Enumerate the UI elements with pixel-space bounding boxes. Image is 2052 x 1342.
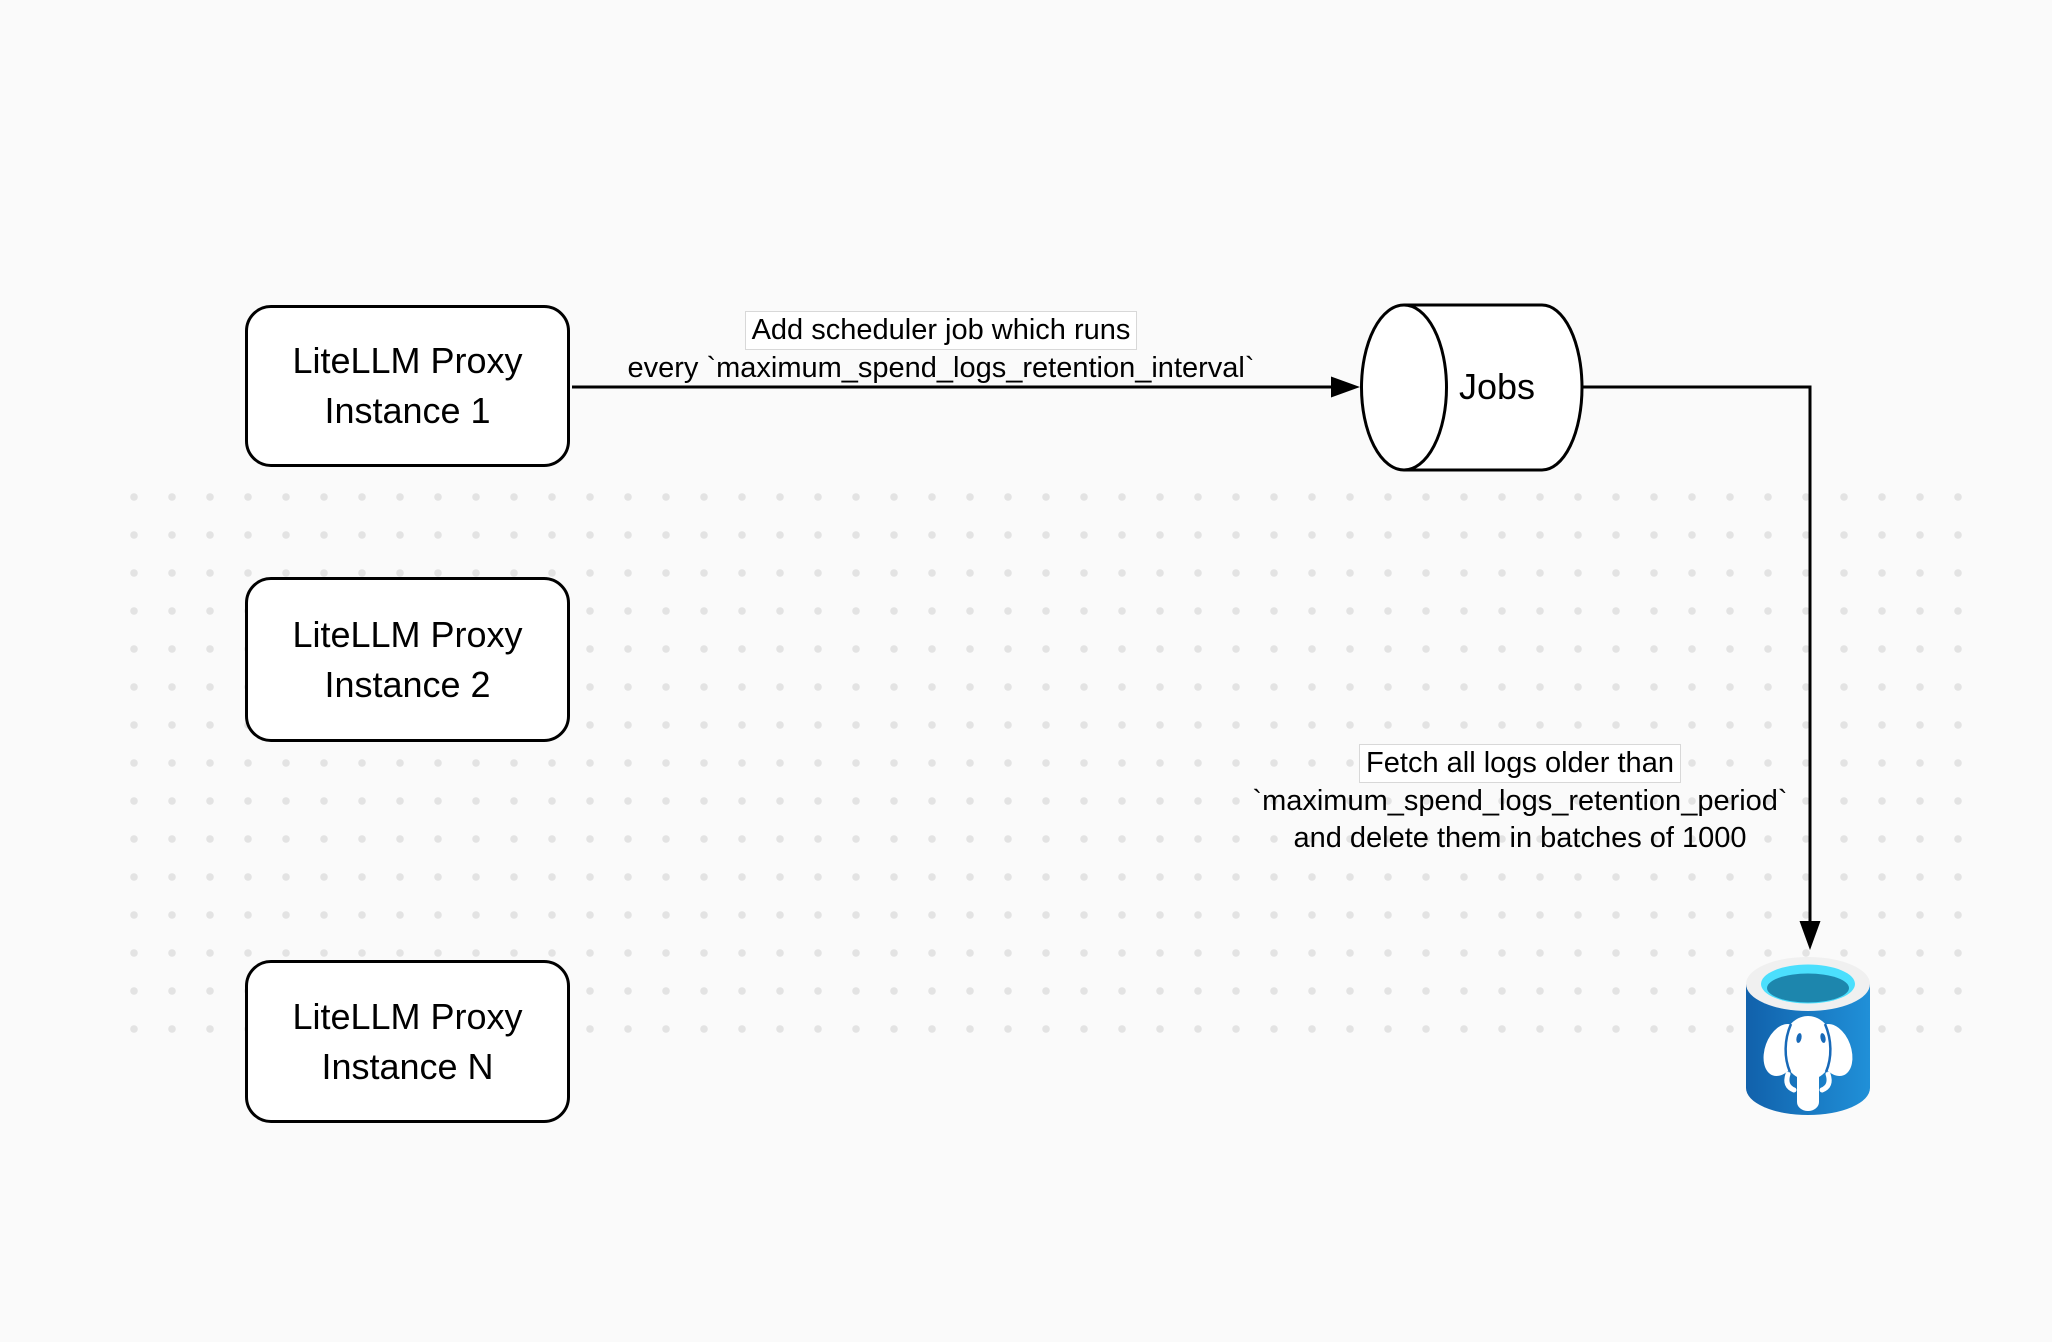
edge-label-line: every `maximum_spend_logs_retention_inte… bbox=[627, 352, 1255, 384]
node-litellm-proxy-instance-1: LiteLLM Proxy Instance 1 bbox=[245, 305, 570, 467]
node-label-line: Instance 1 bbox=[324, 390, 491, 431]
edge-label-line: Fetch all logs older than bbox=[1359, 744, 1681, 783]
node-litellm-proxy-instance-2: LiteLLM Proxy Instance 2 bbox=[245, 577, 570, 742]
edge-fetch-line bbox=[1582, 385, 1812, 922]
node-label-line: LiteLLM Proxy bbox=[292, 613, 523, 655]
edge-label-line: and delete them in batches of 1000 bbox=[1293, 822, 1747, 854]
postgres-elephant-icon bbox=[1763, 1016, 1853, 1111]
postgres-cylinder-liquid bbox=[1767, 973, 1849, 1003]
node-jobs-label: Jobs bbox=[1458, 366, 1536, 407]
jobs-cylinder-body bbox=[1404, 303, 1584, 472]
node-label-line: LiteLLM Proxy bbox=[292, 995, 523, 1037]
edge-label-line: Add scheduler job which runs bbox=[744, 311, 1138, 350]
node-litellm-proxy-instance-n: LiteLLM Proxy Instance N bbox=[245, 960, 570, 1123]
postgresql-database-icon bbox=[1746, 957, 1870, 1115]
edge-scheduler-arrowhead-icon bbox=[1331, 376, 1360, 398]
node-label-line: Instance N bbox=[321, 1045, 494, 1087]
edge-fetch-arrowhead-icon bbox=[1799, 921, 1821, 950]
edge-label-fetch-and-delete: Fetch all logs older than `maximum_spend… bbox=[1160, 744, 1880, 857]
node-label-line: LiteLLM Proxy bbox=[292, 340, 523, 381]
node-label-line: Instance 2 bbox=[324, 663, 491, 705]
edge-label-line: `maximum_spend_logs_retention_period` bbox=[1252, 785, 1788, 817]
edge-label-add-scheduler-job: Add scheduler job which runs every `maxi… bbox=[581, 311, 1301, 387]
jobs-cylinder-face bbox=[1360, 303, 1448, 472]
